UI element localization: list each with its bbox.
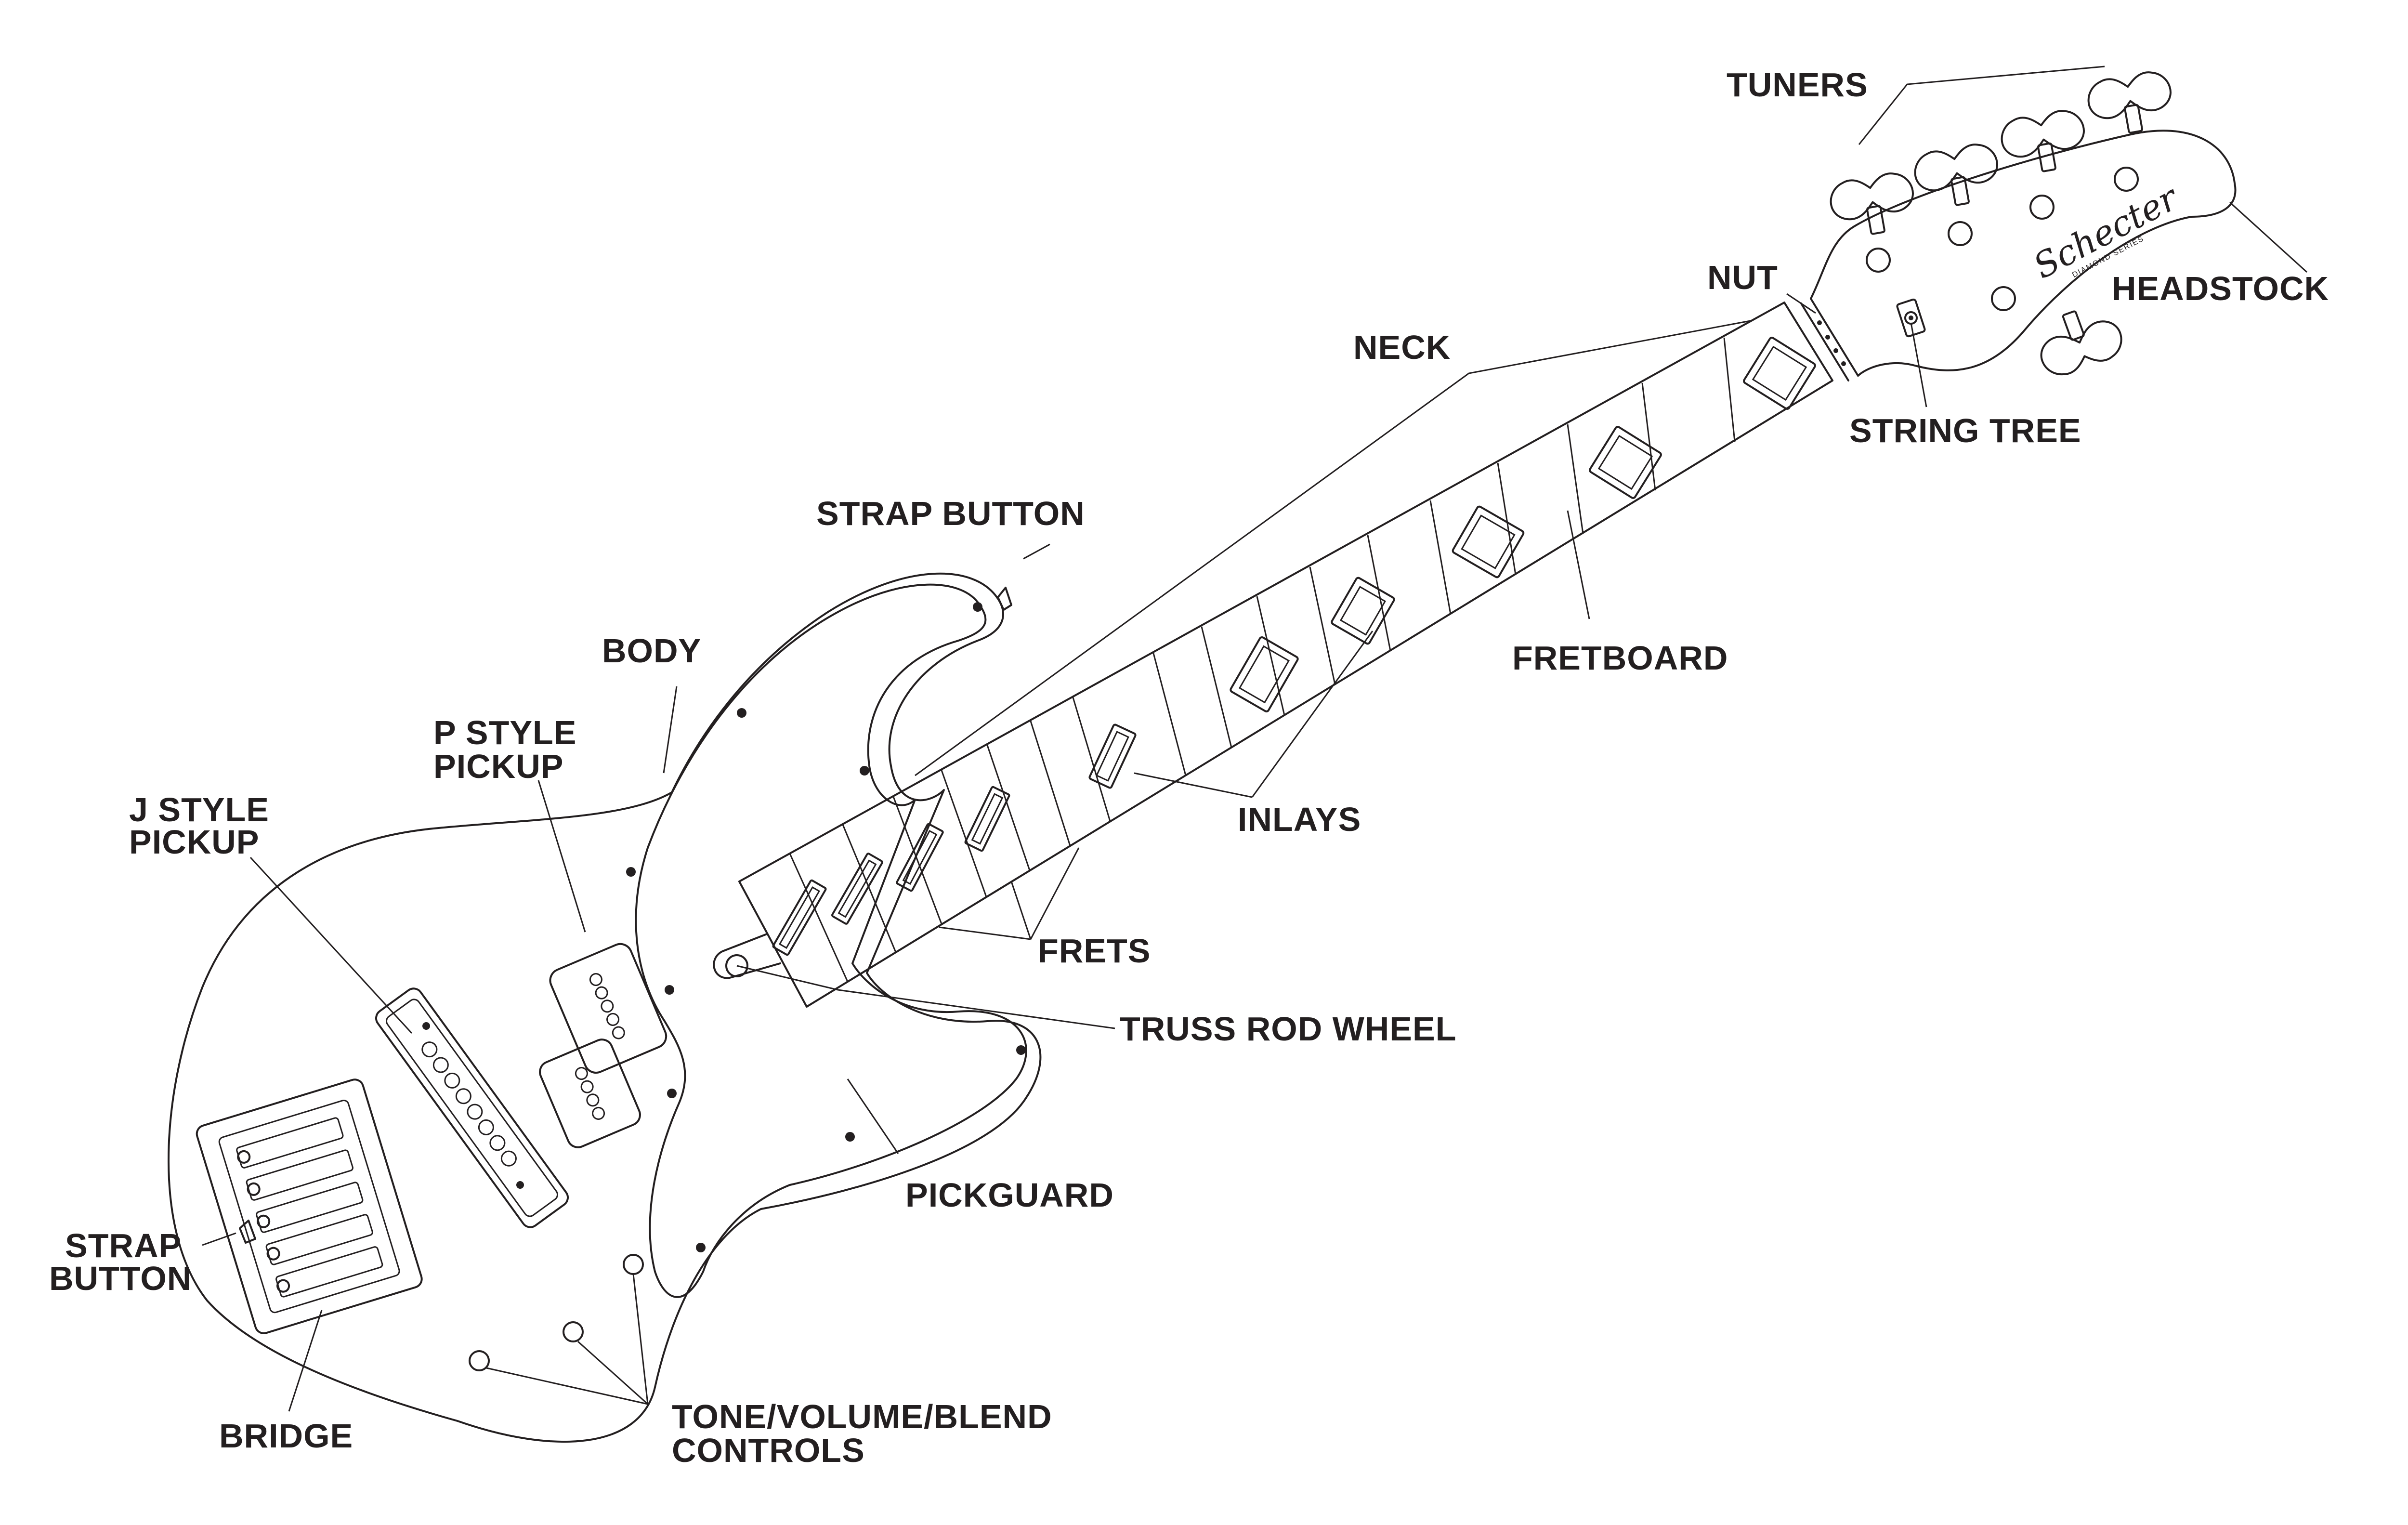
leader-tuners xyxy=(1858,66,2105,145)
pickguard-screw xyxy=(665,985,674,995)
label-frets: FRETS xyxy=(1038,932,1151,970)
label-string-tree: STRING TREE xyxy=(1849,412,2081,449)
leader-fretboard xyxy=(1567,510,1590,619)
label-nut: NUT xyxy=(1707,259,1778,296)
strap-button-top xyxy=(997,587,1012,611)
label-neck: NECK xyxy=(1353,329,1451,366)
j-style-pickup xyxy=(375,987,569,1228)
p-pickup-lower-cover xyxy=(539,1039,641,1148)
leader-controls-c xyxy=(632,1274,649,1405)
leader-truss-rod xyxy=(736,965,1115,1029)
control-knob xyxy=(469,1350,490,1371)
string-tree xyxy=(1896,298,1926,338)
pickguard-screw xyxy=(737,708,746,718)
label-strap-button-bottom-2: BUTTON xyxy=(49,1260,192,1297)
frets xyxy=(789,337,1736,982)
leader-lines xyxy=(202,66,2308,1412)
label-controls-1: TONE/VOLUME/BLEND xyxy=(672,1398,1052,1435)
leader-strap-button-bottom xyxy=(202,1232,236,1246)
leader-string-tree xyxy=(1910,322,1927,408)
control-knob xyxy=(623,1254,644,1275)
bridge-saddles xyxy=(236,1117,383,1298)
neck xyxy=(713,298,1859,1008)
j-pickup-cover xyxy=(375,987,569,1228)
leader-frets-c xyxy=(1030,847,1080,940)
p-pickup-upper-cover xyxy=(549,943,667,1074)
pickguard-screw xyxy=(626,867,636,877)
label-headstock: HEADSTOCK xyxy=(2112,270,2329,307)
label-controls-2: CONTROLS xyxy=(672,1432,865,1469)
p-pickup-upper-poles xyxy=(589,973,625,1039)
pickguard-screw xyxy=(973,602,982,612)
leader-pickguard xyxy=(847,1078,899,1154)
leader-inlays-a xyxy=(1134,772,1253,798)
bridge xyxy=(196,1078,423,1334)
inlays xyxy=(772,337,1816,956)
label-body: BODY xyxy=(602,632,701,670)
strap-button-bottom xyxy=(239,1220,256,1244)
pickguard-screw xyxy=(1016,1045,1026,1055)
label-p-style-2: PICKUP xyxy=(433,748,563,785)
label-p-style-1: P STYLE xyxy=(433,714,576,751)
tuner-keys xyxy=(1830,71,2172,376)
label-fretboard: FRETBOARD xyxy=(1512,639,1728,677)
leader-inlays-b xyxy=(1251,631,1374,798)
leader-controls-a xyxy=(486,1367,648,1405)
leader-frets-a xyxy=(939,926,1031,940)
pickguard-screw xyxy=(696,1243,706,1252)
leader-frets-b xyxy=(1010,881,1032,940)
label-inlays: INLAYS xyxy=(1238,801,1361,838)
leader-p-pickup xyxy=(537,780,586,933)
label-strap-button-top: STRAP BUTTON xyxy=(816,495,1085,532)
control-knob xyxy=(563,1321,584,1342)
headstock-outline xyxy=(1810,130,2237,377)
p-style-pickup xyxy=(539,943,667,1148)
labels: TUNERS HEADSTOCK NUT NECK STRING TREE ST… xyxy=(49,66,2329,1469)
body-outline xyxy=(168,572,1042,1443)
leader-controls-b xyxy=(577,1341,649,1405)
guitar-body xyxy=(168,572,1042,1443)
j-pickup-poles xyxy=(421,1041,517,1167)
truss-rod-wheel xyxy=(725,954,748,977)
leader-nut xyxy=(1786,293,1816,314)
leader-j-pickup xyxy=(249,856,413,1034)
pickguard-screw xyxy=(667,1089,677,1098)
pickguard-screw xyxy=(845,1132,855,1142)
leader-headstock xyxy=(2229,201,2308,273)
tuner-posts xyxy=(1866,167,2139,311)
leader-neck xyxy=(915,319,1754,776)
pickguard-outline xyxy=(635,583,1027,1298)
fretboard-outline xyxy=(738,302,1833,1008)
pickguard-screw xyxy=(860,766,869,776)
p-pickup-lower-poles xyxy=(575,1067,605,1120)
nut xyxy=(1800,298,1859,381)
bridge-plate xyxy=(196,1078,423,1334)
leader-strap-button-top xyxy=(1023,543,1050,560)
leader-body xyxy=(663,686,678,774)
neck-heel xyxy=(713,933,781,979)
label-truss-rod-wheel: TRUSS ROD WHEEL xyxy=(1120,1010,1456,1048)
headstock: Schecter DIAMOND SERIES xyxy=(1810,71,2237,377)
label-bridge: BRIDGE xyxy=(219,1417,353,1455)
leader-bridge xyxy=(288,1310,323,1412)
label-j-style-2: PICKUP xyxy=(129,823,259,861)
label-j-style-1: J STYLE xyxy=(129,791,269,828)
label-pickguard: PICKGUARD xyxy=(905,1176,1114,1214)
label-strap-button-bottom-1: STRAP xyxy=(65,1227,182,1264)
label-tuners: TUNERS xyxy=(1727,66,1868,104)
